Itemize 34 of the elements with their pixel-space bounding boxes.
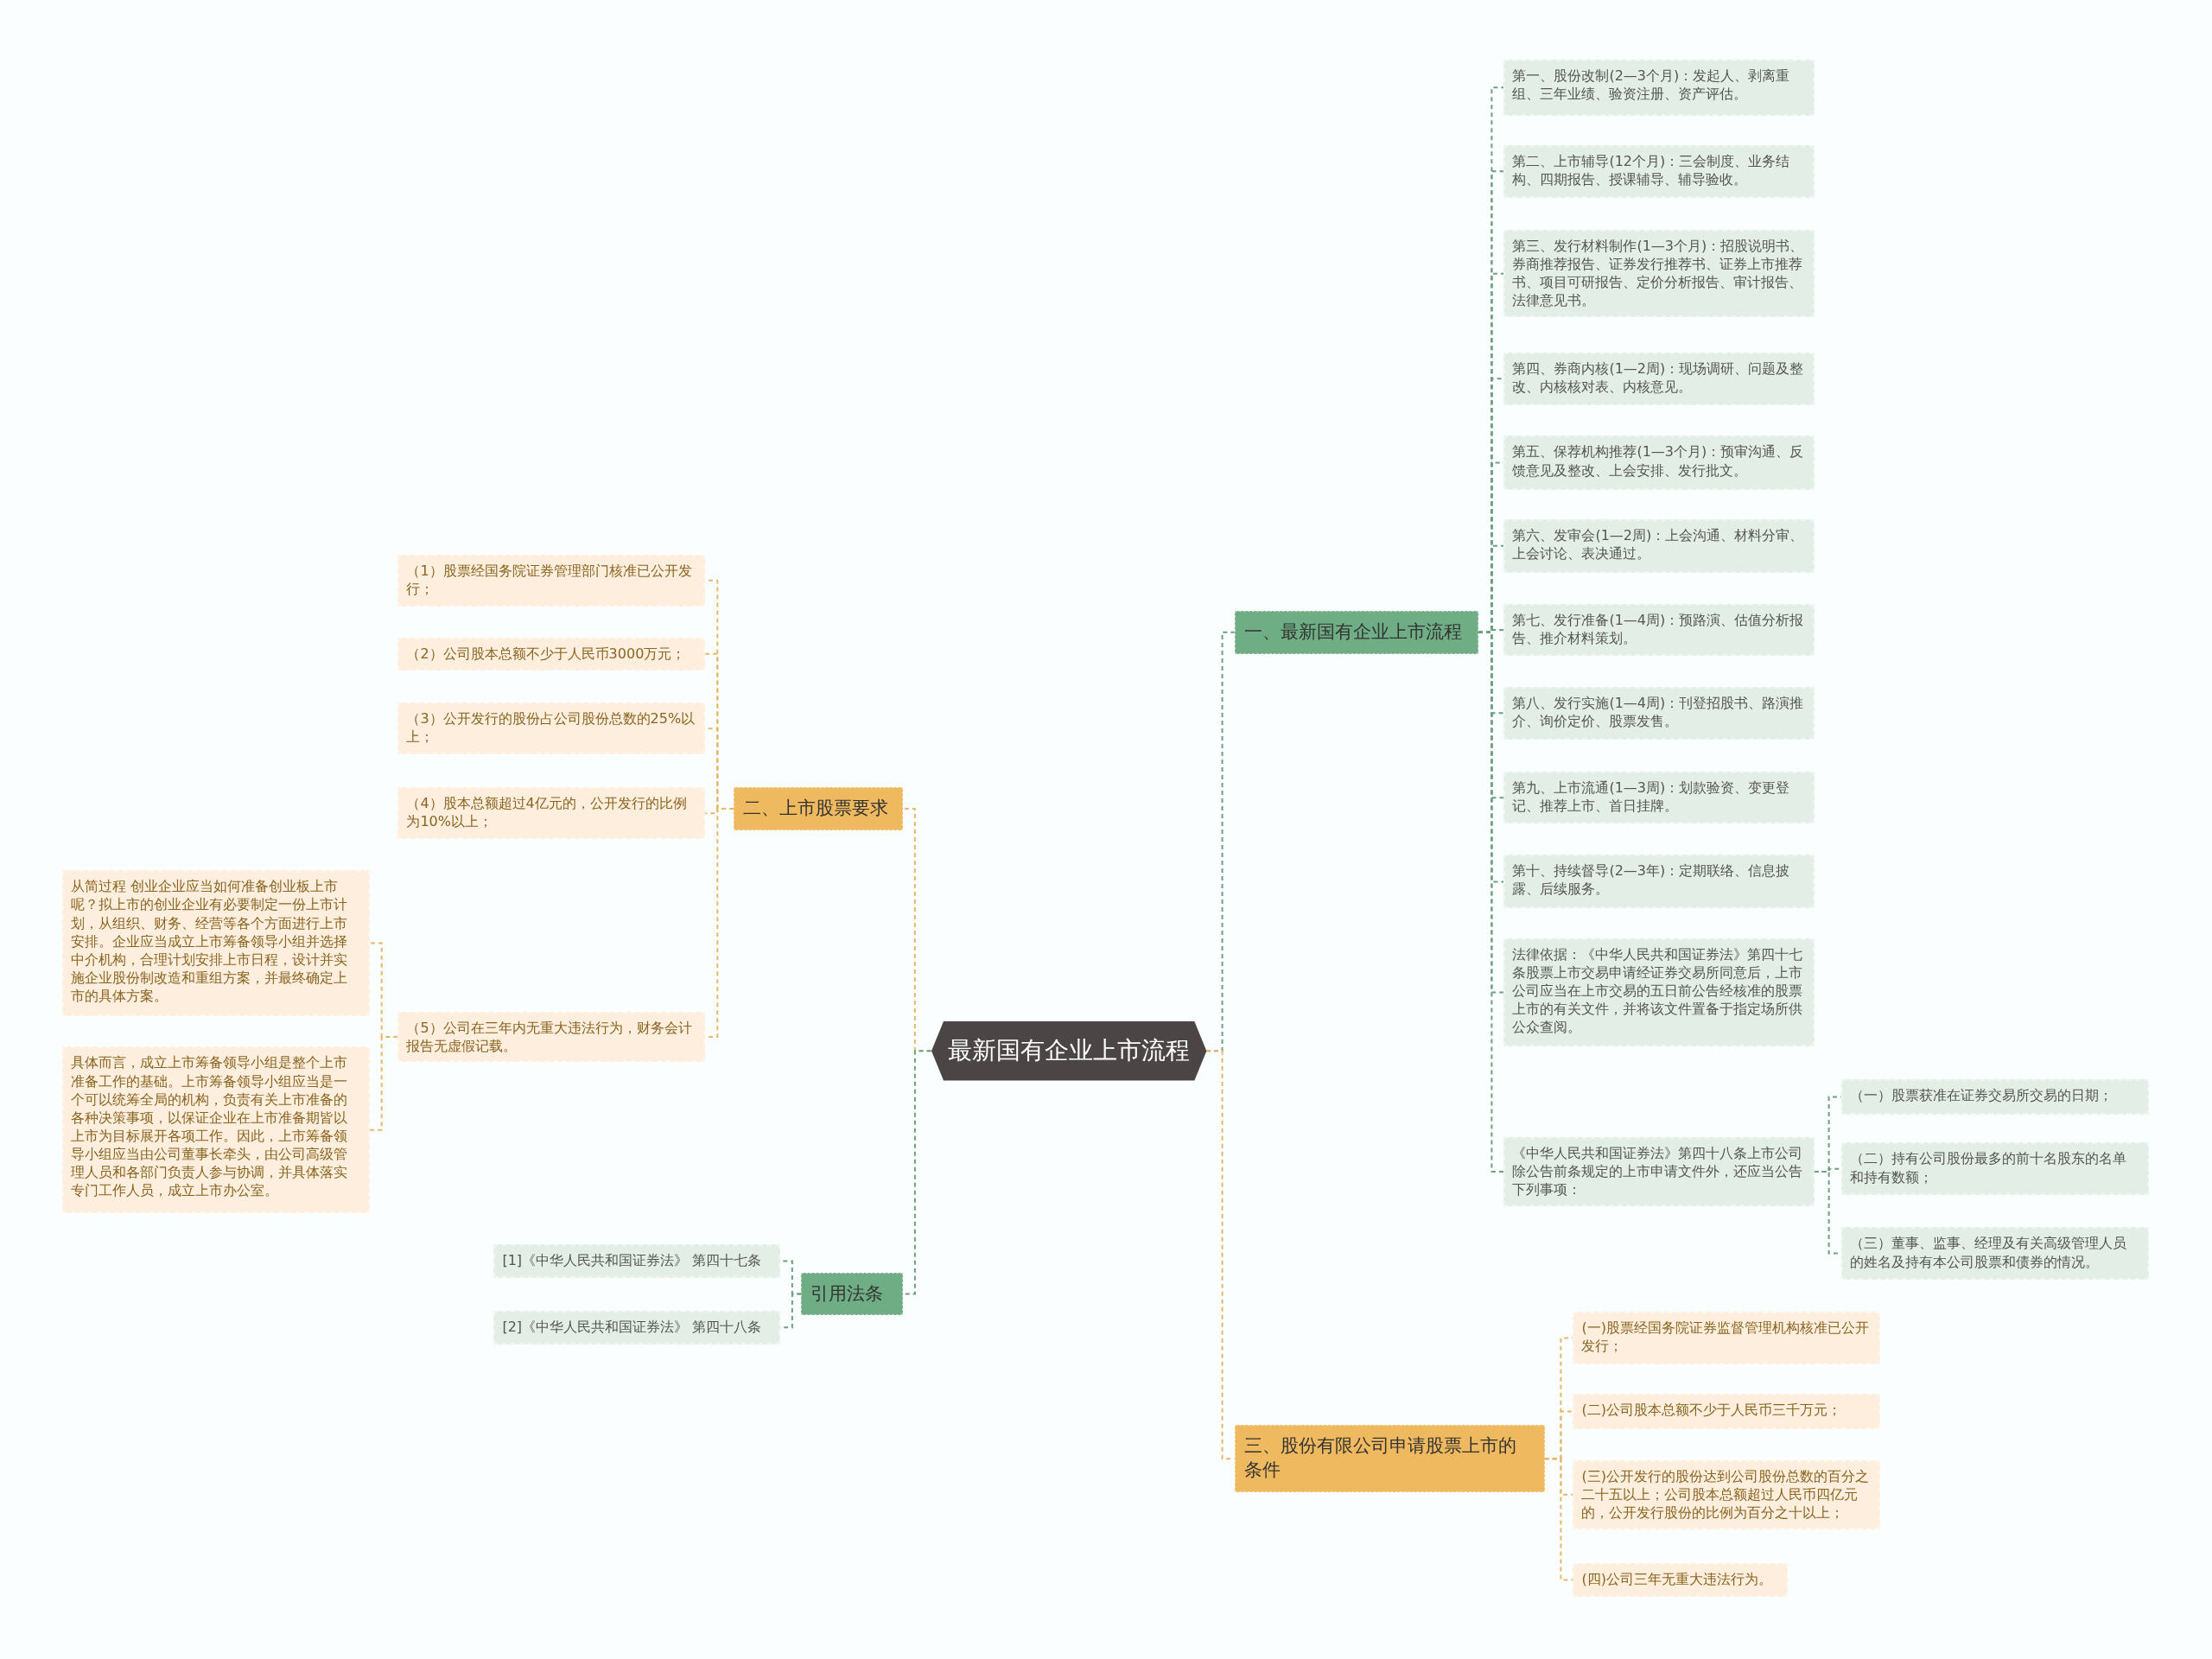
leaf-topic-box: 第八、发行实施(1—4周)：刊登招股书、路演推介、询价定价、股票发售。 <box>1503 687 1815 740</box>
branch-topic-box: 引用法条 <box>801 1272 903 1316</box>
leaf-topic-box: (二)公司股本总额不少于人民币三千万元； <box>1573 1394 1881 1429</box>
leaf-topic-box: （三）董事、监事、经理及有关高级管理人员的姓名及持有本公司股票和债券的情况。 <box>1840 1227 2149 1280</box>
leaf-topic-box: （3）公开发行的股份占公司股份总数的25%以上； <box>397 702 706 755</box>
leaf-topic-box: [1]《中华人民共和国证券法》 第四十七条 <box>493 1244 780 1279</box>
leaf-topic-box: (四)公司三年无重大违法行为。 <box>1573 1562 1788 1598</box>
central-topic-hexagon: 最新国有企业上市流程 <box>931 1021 1206 1081</box>
leaf-topic-box: （1）股票经国务院证券管理部门核准已公开发行； <box>397 554 706 607</box>
leaf-topic-box: 第三、发行材料制作(1—3个月)：招股说明书、券商推荐报告、证券发行推荐书、证券上市推荐书、项目可研报告、定价分析报告、审计报告、法律意见书。 <box>1503 230 1815 318</box>
leaf-topic-box: （4）股本总额超过4亿元的，公开发行的比例为10%以上； <box>397 787 706 840</box>
leaf-topic-box: （一）股票获准在证券交易所交易的日期； <box>1840 1078 2149 1115</box>
branch-topic-box: 三、股份有限公司申请股票上市的条件 <box>1234 1424 1545 1493</box>
leaf-topic-box: [2]《中华人民共和国证券法》 第四十八条 <box>493 1310 780 1344</box>
leaf-topic-box: (一)股票经国务院证券监督管理机构核准已公开发行； <box>1573 1312 1881 1364</box>
leaf-topic-box: 第一、股份改制(2—3个月)：发起人、剥离重组、三年业绩、验资注册、资产评估。 <box>1503 59 1815 116</box>
leaf-topic-box: 具体而言，成立上市筹备领导小组是整个上市准备工作的基础。上市筹备领导小组应当是一个可以统筹全局的机构，负责有关上市准备的各种决策事项，以保证企业在上市准备期皆以上市为目标展开各项工作。因此，上市筹备领导小组应当由公司董事长牵头，由公司高级管理人员和各部门负责人参与协调，并具体落实专门工作人员，成立上市办公室。 <box>61 1046 370 1214</box>
leaf-topic-box: 第二、上市辅导(12个月)：三会制度、业务结构、四期报告、授课辅导、辅导验收。 <box>1503 145 1815 198</box>
leaf-topic-box: (三)公开发行的股份达到公司股份总数的百分之二十五以上；公司股本总额超过人民币四亿元的，公开发行股份的比例为百分之十以上； <box>1573 1459 1881 1529</box>
leaf-topic-box: 第四、券商内核(1—2周)：现场调研、问题及整改、内核核对表、内核意见。 <box>1503 353 1815 405</box>
branch-topic-box: 一、最新国有企业上市流程 <box>1234 610 1478 654</box>
leaf-topic-box: （5）公司在三年内无重大违法行为，财务会计报告无虚假记载。 <box>397 1011 706 1063</box>
leaf-topic-box: 第九、上市流通(1—3周)：划款验资、变更登记、推荐上市、首日挂牌。 <box>1503 772 1815 824</box>
leaf-topic-box: （2）公司股本总额不少于人民币3000万元； <box>397 637 706 671</box>
leaf-topic-box: 《中华人民共和国证券法》第四十八条上市公司除公告前条规定的上市申请文件外，还应当公告下列事项： <box>1503 1136 1815 1206</box>
connector-line <box>1543 1458 1574 1581</box>
branch-topic-box: 二、上市股票要求 <box>733 787 903 830</box>
leaf-topic-box: 从简过程 创业企业应当如何准备创业板上市呢？拟上市的创业企业有必要制定一份上市计划，从组织、财务、经营等各个方面进行上市安排。企业应当成立上市筹备领导小组并选择中介机构，合理计划安排上市日程，设计并实施企业股份制改造和重组方案，并最终确定上市的具体方案。 <box>61 870 370 1016</box>
leaf-topic-box: 第五、保荐机构推荐(1—3个月)：预审沟通、反馈意见及整改、上会安排、发行批文。 <box>1503 435 1815 490</box>
leaf-topic-box: 第十、持续督导(2—3年)：定期联络、信息披露、后续服务。 <box>1503 855 1815 909</box>
leaf-topic-box: （二）持有公司股份最多的前十名股东的名单和持有数额； <box>1840 1142 2149 1195</box>
leaf-topic-box: 第六、发审会(1—2周)：上会沟通、材料分审、上会讨论、表决通过。 <box>1503 518 1815 573</box>
leaf-topic-box: 法律依据：《中华人民共和国证券法》第四十七条股票上市交易申请经证券交易所同意后，上市公司应当在上市交易的五日前公告经核准的股票上市的有关文件，并将该文件置备于指定场所供公众查阅。 <box>1503 938 1815 1047</box>
leaf-topic-box: 第七、发行准备(1—4周)：预路演、估值分析报告、推介材料策划。 <box>1503 603 1815 657</box>
